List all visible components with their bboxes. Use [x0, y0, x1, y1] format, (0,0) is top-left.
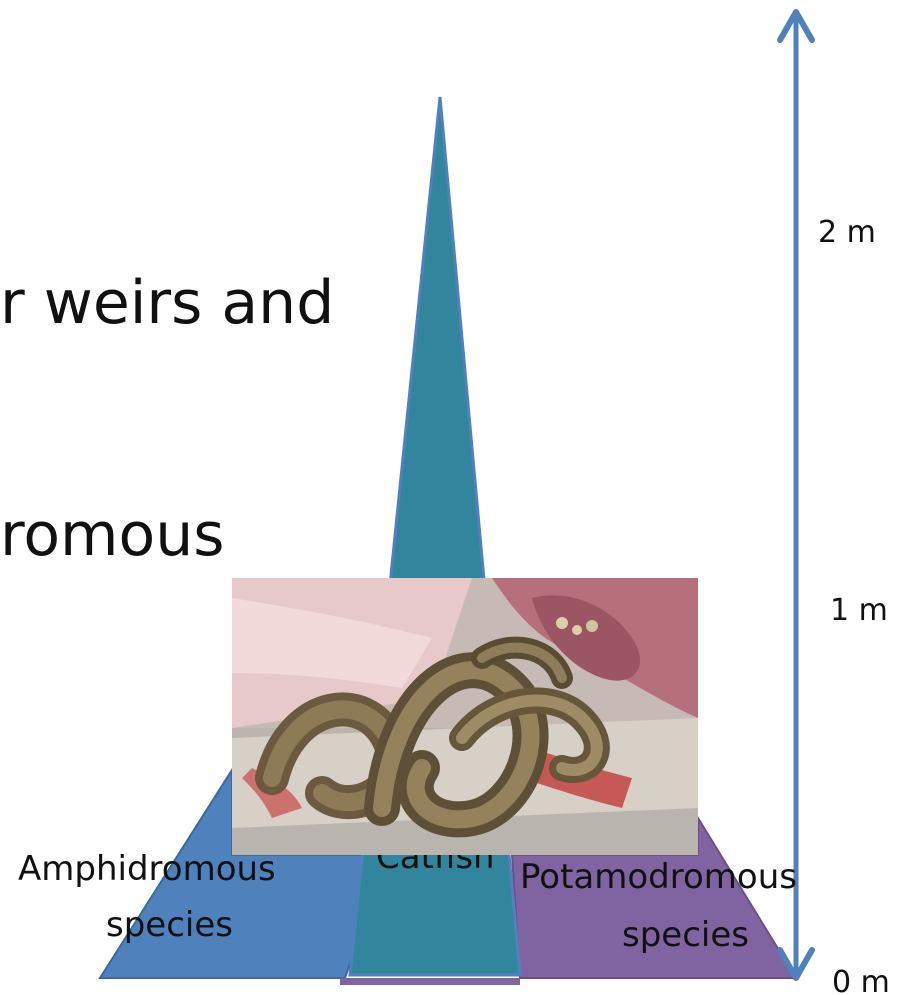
- scale-label-2m: 2 m: [818, 215, 876, 250]
- pyramid-base: [340, 978, 520, 985]
- potamodromous-label-line-1: Potamodromous: [520, 857, 797, 897]
- potamodromous-label-line-2: species: [622, 915, 749, 955]
- amphidromous-label-line-2: species: [106, 905, 233, 945]
- scale-label-0m: 0 m: [832, 965, 890, 995]
- scale-label-1m: 1 m: [830, 593, 888, 628]
- eel-photo: [232, 578, 698, 855]
- amphidromous-label-line-1: Amphidromous: [18, 849, 276, 889]
